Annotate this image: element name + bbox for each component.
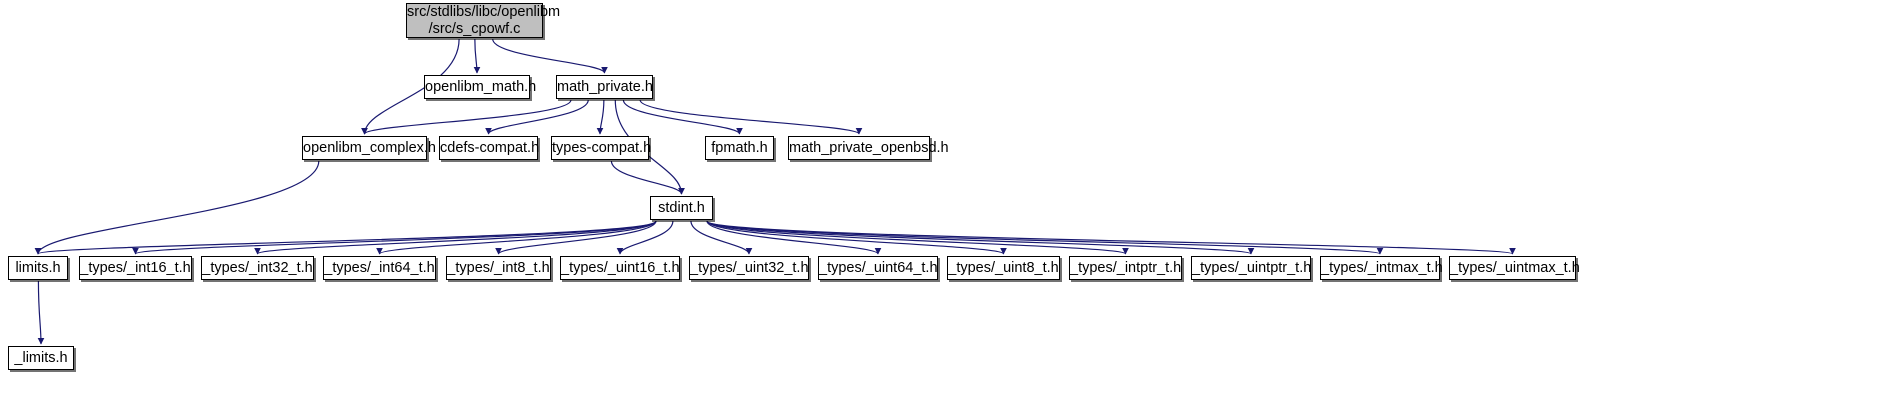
- graph-edge-stdint-to-uint16: [616, 220, 674, 255]
- graph-node-label: _limits.h: [14, 349, 68, 366]
- graph-edge-math_private-to-math_private_openbsd: [639, 99, 863, 135]
- graph-edge-stdint-to-intmax: [706, 220, 1383, 255]
- graph-node-label: _types/_uint64_t.h: [819, 259, 938, 276]
- graph-edge-root-to-openlibm_complex: [361, 38, 460, 135]
- graph-node-uint16[interactable]: _types/_uint16_t.h: [560, 256, 680, 280]
- graph-node-label: limits.h: [15, 259, 61, 276]
- graph-node-root: src/stdlibs/libc/openlibm /src/s_cpowf.c: [406, 3, 561, 38]
- graph-edge-math_private-to-cdefs_compat: [485, 99, 589, 135]
- graph-node-intmax[interactable]: _types/_intmax_t.h: [1320, 256, 1443, 280]
- graph-node-uintptr[interactable]: _types/_uintptr_t.h: [1191, 256, 1311, 280]
- graph-edge-stdint-to-uint8: [706, 220, 1007, 255]
- graph-edge-root-to-openlibm_math: [473, 38, 481, 74]
- graph-edge-stdint-to-int32: [254, 220, 657, 255]
- graph-edge-types_compat-to-stdint: [610, 160, 685, 195]
- graph-node-intptr[interactable]: _types/_intptr_t.h: [1069, 256, 1182, 280]
- graph-edge-stdint-to-intptr: [706, 220, 1129, 255]
- graph-node-label: cdefs-compat.h: [440, 139, 540, 156]
- graph-node-uint64[interactable]: _types/_uint64_t.h: [818, 256, 938, 280]
- graph-edge-stdint-to-uintptr: [706, 220, 1254, 255]
- graph-edge-stdint-to-limits: [35, 220, 657, 255]
- graph-node-label: _types/_int16_t.h: [80, 259, 191, 276]
- graph-node-label: openlibm_math.h: [425, 78, 537, 95]
- graph-edge-stdint-to-int16: [132, 220, 657, 255]
- graph-node-fpmath[interactable]: fpmath.h: [705, 136, 774, 160]
- graph-edge-stdint-to-uintmax: [706, 220, 1516, 255]
- graph-node-stdint[interactable]: stdint.h: [650, 196, 713, 220]
- graph-node-int64[interactable]: _types/_int64_t.h: [323, 256, 436, 280]
- graph-node-_limits[interactable]: _limits.h: [8, 346, 74, 370]
- graph-node-types_compat[interactable]: types-compat.h: [551, 136, 652, 160]
- graph-node-int32[interactable]: _types/_int32_t.h: [201, 256, 314, 280]
- graph-edge-math_private-to-openlibm_complex: [361, 99, 572, 135]
- graph-node-label: _types/_intmax_t.h: [1321, 259, 1443, 276]
- graph-node-label: _types/_uint8_t.h: [948, 259, 1059, 276]
- graph-node-uint32[interactable]: _types/_uint32_t.h: [689, 256, 809, 280]
- graph-node-math_private[interactable]: math_private.h: [556, 75, 653, 99]
- graph-node-label: stdint.h: [658, 199, 705, 216]
- graph-edge-math_private-to-types_compat: [596, 99, 605, 135]
- graph-node-label: _types/_uintptr_t.h: [1192, 259, 1312, 276]
- graph-node-cdefs_compat[interactable]: cdefs-compat.h: [439, 136, 540, 160]
- graph-node-int16[interactable]: _types/_int16_t.h: [79, 256, 192, 280]
- graph-node-int8[interactable]: _types/_int8_t.h: [446, 256, 551, 280]
- graph-node-label: _types/_int64_t.h: [324, 259, 435, 276]
- graph-node-math_private_openbsd[interactable]: math_private_openbsd.h: [788, 136, 949, 160]
- graph-node-openlibm_math[interactable]: openlibm_math.h: [424, 75, 537, 99]
- graph-node-label: _types/_uint32_t.h: [690, 259, 809, 276]
- graph-node-label: math_private.h: [557, 78, 653, 95]
- graph-edge-stdint-to-uint64: [706, 220, 882, 255]
- graph-node-label: fpmath.h: [711, 139, 768, 156]
- graph-node-label: src/stdlibs/libc/openlibm /src/s_cpowf.c: [407, 3, 561, 37]
- graph-node-label: _types/_intptr_t.h: [1070, 259, 1182, 276]
- graph-node-label: types-compat.h: [552, 139, 652, 156]
- graph-node-label: _types/_int32_t.h: [202, 259, 313, 276]
- graph-edge-root-to-math_private: [492, 38, 608, 74]
- graph-node-label: _types/_uint16_t.h: [561, 259, 680, 276]
- graph-node-uintmax[interactable]: _types/_uintmax_t.h: [1449, 256, 1580, 280]
- graph-edge-math_private-to-fpmath: [622, 99, 743, 135]
- graph-edge-stdint-to-int8: [495, 220, 657, 255]
- graph-edge-limits-to-_limits: [37, 280, 45, 345]
- graph-node-label: _types/_int8_t.h: [447, 259, 550, 276]
- graph-node-label: math_private_openbsd.h: [789, 139, 949, 156]
- graph-node-limits[interactable]: limits.h: [8, 256, 68, 280]
- graph-node-label: openlibm_complex.h: [303, 139, 436, 156]
- graph-edge-stdint-to-int64: [376, 220, 657, 255]
- graph-node-uint8[interactable]: _types/_uint8_t.h: [947, 256, 1060, 280]
- graph-edge-openlibm_complex-to-limits: [34, 160, 320, 255]
- graph-node-label: _types/_uintmax_t.h: [1450, 259, 1580, 276]
- graph-edge-stdint-to-uint32: [690, 220, 753, 255]
- graph-node-openlibm_complex[interactable]: openlibm_complex.h: [302, 136, 436, 160]
